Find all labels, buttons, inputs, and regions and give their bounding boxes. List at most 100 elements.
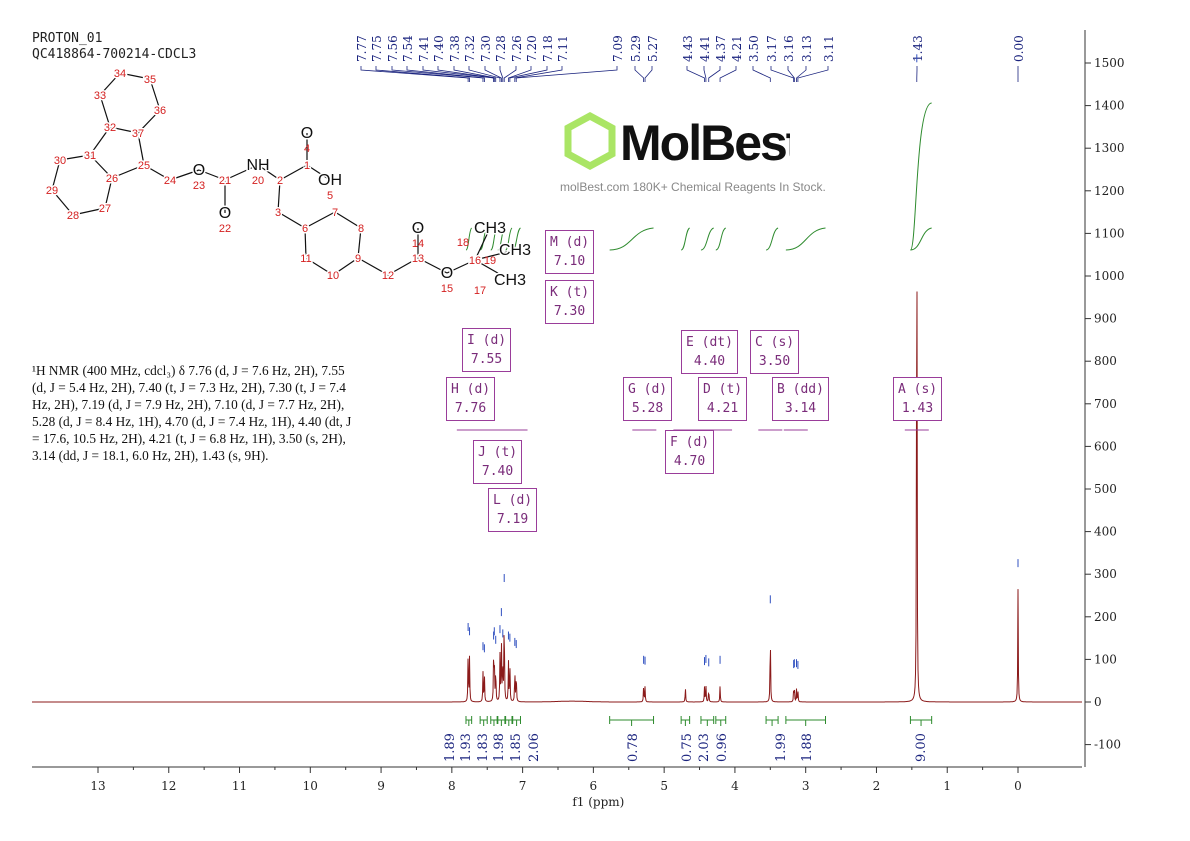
integral-bracket bbox=[490, 716, 498, 726]
peak-label-connector bbox=[514, 66, 563, 82]
peak-label: 7.77 bbox=[355, 35, 369, 62]
peak-label-connector bbox=[752, 66, 771, 82]
bond bbox=[305, 257, 334, 276]
multiplet-label: F (d) bbox=[670, 435, 710, 450]
atom-symbol: OH bbox=[318, 172, 342, 189]
bond bbox=[109, 126, 139, 134]
peak-label: 4.37 bbox=[714, 35, 728, 62]
atom-number: 19 bbox=[484, 255, 496, 267]
integral-value: 1.85 bbox=[509, 733, 524, 762]
atom-number: 4 bbox=[304, 143, 310, 155]
peak-label-connector bbox=[391, 66, 484, 82]
peak-label: 4.41 bbox=[698, 35, 712, 62]
integral-curve bbox=[490, 227, 498, 251]
integral-bracket bbox=[715, 716, 727, 726]
peak-label: 7.32 bbox=[463, 35, 477, 62]
bond bbox=[257, 164, 281, 181]
x-axis-label: f1 (ppm) bbox=[572, 795, 624, 809]
bond bbox=[198, 169, 226, 181]
atom-symbol: CH3 bbox=[474, 220, 506, 237]
bond bbox=[149, 78, 161, 111]
multiplet-box-f: F (d)4.70 bbox=[665, 430, 715, 474]
y-tick-label: 1200 bbox=[1094, 184, 1125, 198]
atom-number: 13 bbox=[412, 253, 424, 265]
atom-symbol: CH3 bbox=[499, 242, 531, 259]
integral-bracket bbox=[785, 716, 827, 726]
multiplet-box-g: G (d)5.28 bbox=[623, 377, 673, 421]
integral-bracket bbox=[505, 716, 513, 726]
atom-number: 34 bbox=[114, 68, 126, 80]
integral-bracket bbox=[765, 716, 779, 726]
y-tick-label: 900 bbox=[1094, 312, 1117, 326]
bond bbox=[51, 159, 61, 191]
integral-curve bbox=[909, 102, 932, 251]
atom-number: 10 bbox=[327, 270, 339, 282]
integral-bracket bbox=[497, 716, 506, 726]
peak-label-connector bbox=[634, 66, 645, 82]
integral-bracket bbox=[479, 716, 488, 726]
integral-curve bbox=[700, 227, 714, 251]
atom-number: 22 bbox=[219, 223, 231, 235]
y-tick-label: 1500 bbox=[1094, 56, 1125, 70]
integral-curve bbox=[715, 227, 727, 251]
peak-label: 7.30 bbox=[479, 35, 493, 62]
bond bbox=[277, 179, 281, 213]
integral-curve bbox=[479, 227, 488, 251]
bond bbox=[59, 154, 91, 161]
multiplet-box-a: A (s)1.43 bbox=[893, 377, 943, 421]
multiplet-shift: 7.19 bbox=[496, 512, 529, 527]
x-tick-label: 13 bbox=[90, 779, 105, 793]
peak-label-connector bbox=[422, 66, 494, 82]
atom-symbol: NH bbox=[246, 157, 269, 174]
peak-label: 7.41 bbox=[417, 35, 431, 62]
atom-number: 30 bbox=[54, 155, 66, 167]
atom-number: 36 bbox=[154, 105, 166, 117]
y-tick-label: 200 bbox=[1094, 610, 1117, 624]
peak-label-connector bbox=[686, 66, 705, 82]
bond bbox=[137, 109, 161, 134]
bond bbox=[143, 164, 171, 181]
logo-text: MolBest bbox=[620, 115, 790, 171]
peak-label-connector bbox=[375, 66, 470, 82]
y-tick-label: 1400 bbox=[1094, 99, 1125, 113]
integral-curve bbox=[465, 227, 473, 251]
x-tick-label: 3 bbox=[802, 779, 810, 793]
atom-number: 23 bbox=[193, 180, 205, 192]
peak-label-connector bbox=[509, 66, 548, 82]
peak-label: 3.16 bbox=[782, 35, 796, 62]
multiplet-shift: 4.40 bbox=[693, 354, 726, 369]
nmr-description: ¹H NMR (400 MHz, cdcl₃) δ 7.76 (d, J = 7… bbox=[32, 363, 352, 463]
integral-bracket bbox=[609, 716, 655, 726]
multiplet-label: H (d) bbox=[451, 382, 491, 397]
atom-number: 5 bbox=[327, 190, 333, 202]
bond bbox=[304, 211, 336, 229]
peak-label-connector bbox=[787, 66, 795, 82]
x-tick-label: 12 bbox=[161, 779, 176, 793]
peak-label: 7.26 bbox=[510, 35, 524, 62]
atom-number: 21 bbox=[219, 175, 231, 187]
bond bbox=[446, 259, 476, 274]
multiplet-label: G (d) bbox=[628, 382, 668, 397]
y-tick-label: 0 bbox=[1094, 695, 1102, 709]
y-tick-label: 1300 bbox=[1094, 141, 1125, 155]
x-tick-label: 2 bbox=[873, 779, 881, 793]
x-tick-label: 10 bbox=[303, 779, 318, 793]
bond bbox=[111, 164, 145, 179]
peak-label-connector bbox=[437, 66, 495, 82]
peak-label-connector bbox=[406, 66, 485, 82]
atom-symbol: O bbox=[301, 125, 313, 142]
peak-label-connector bbox=[515, 66, 618, 82]
peak-label-connector bbox=[508, 66, 532, 82]
bond bbox=[387, 257, 419, 276]
bond bbox=[89, 154, 113, 179]
atom-number: 15 bbox=[441, 283, 453, 295]
integral-bracket bbox=[465, 716, 473, 726]
peak-label-connector bbox=[360, 66, 469, 82]
integral-value: 2.03 bbox=[697, 733, 712, 762]
atom-symbol: O bbox=[193, 162, 205, 179]
multiplet-box-l: L (d)7.19 bbox=[488, 488, 538, 532]
integral-curve bbox=[910, 227, 932, 251]
peak-label-connector bbox=[484, 66, 502, 82]
integral-value: 0.96 bbox=[715, 733, 730, 762]
